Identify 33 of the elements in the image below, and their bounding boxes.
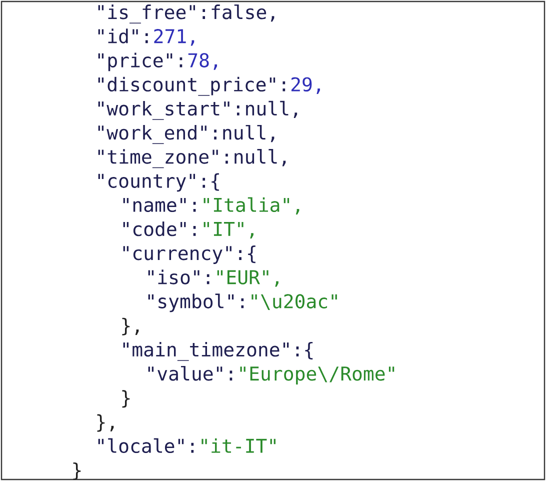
json-value: 271, (154, 29, 194, 46)
json-value: false, (212, 4, 274, 22)
json-key: "price": (98, 52, 182, 72)
json-value: "Europe\/Rome" (240, 366, 394, 384)
json-brace: } (122, 390, 130, 408)
json-value: 29, (291, 77, 320, 94)
json-key: "code": (123, 221, 196, 236)
json-key: "time_zone": (98, 149, 228, 168)
json-key: "work_start": (98, 100, 240, 120)
json-key: "name": (123, 198, 196, 212)
json-value: 78, (188, 53, 217, 70)
json-value: null, (234, 149, 286, 166)
json-value: null, (223, 124, 274, 142)
json-key: "country":{ (98, 173, 219, 192)
json-value: null, (246, 100, 298, 118)
json-value: "\u20ac" (252, 294, 337, 310)
json-value: "Italia", (204, 197, 300, 214)
json-key: "id": (98, 28, 148, 44)
json-key: "locale": (98, 438, 194, 454)
json-value: "it-IT" (202, 438, 276, 453)
json-key: "discount_price": (98, 76, 286, 96)
json-brace: }, (97, 414, 114, 432)
json-key: "work_end": (98, 125, 216, 144)
json-key: "symbol": (148, 294, 244, 312)
json-key: "currency":{ (123, 246, 256, 264)
json-key: "main_timezone":{ (123, 342, 313, 361)
json-key: "iso": (148, 270, 210, 284)
json-key: "value": (148, 366, 232, 381)
json-brace: } (73, 462, 81, 480)
json-brace: }, (122, 318, 139, 336)
json-value: "EUR", (217, 270, 278, 287)
json-key: "is_free": (98, 4, 206, 24)
json-value: "IT", (204, 222, 254, 239)
